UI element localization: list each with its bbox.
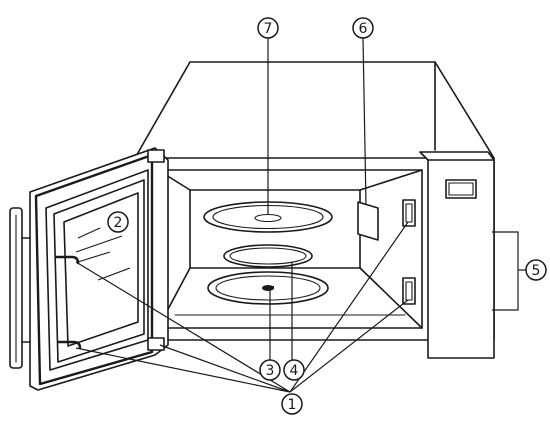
roller-ring xyxy=(223,244,313,268)
callout-2: 2 xyxy=(107,211,129,233)
waveguide-cover xyxy=(357,201,379,241)
callout-3: 3 xyxy=(259,359,281,381)
oven-cavity xyxy=(157,169,423,329)
cabinet xyxy=(134,61,495,341)
callout-2-label: 2 xyxy=(114,215,123,231)
callout-6-label: 6 xyxy=(359,21,368,37)
callout-3-label: 3 xyxy=(266,363,275,379)
callout-1: 1 xyxy=(281,393,303,415)
door-window xyxy=(63,192,139,347)
door-hook-top xyxy=(54,255,80,265)
callout-7: 7 xyxy=(257,17,279,39)
callout-4-label: 4 xyxy=(290,363,299,379)
callout-5-label: 5 xyxy=(532,263,541,279)
latch-slots xyxy=(402,199,416,305)
callout-1-label: 1 xyxy=(288,397,297,413)
callout-7-label: 7 xyxy=(264,21,273,37)
door-hook-bottom xyxy=(56,340,82,350)
door xyxy=(9,147,169,391)
control-panel xyxy=(419,151,495,359)
callout-6: 6 xyxy=(352,17,374,39)
leader-lines xyxy=(75,37,526,393)
turntable-base xyxy=(207,271,329,305)
callout-5: 5 xyxy=(525,259,547,281)
callout-4: 4 xyxy=(283,359,305,381)
